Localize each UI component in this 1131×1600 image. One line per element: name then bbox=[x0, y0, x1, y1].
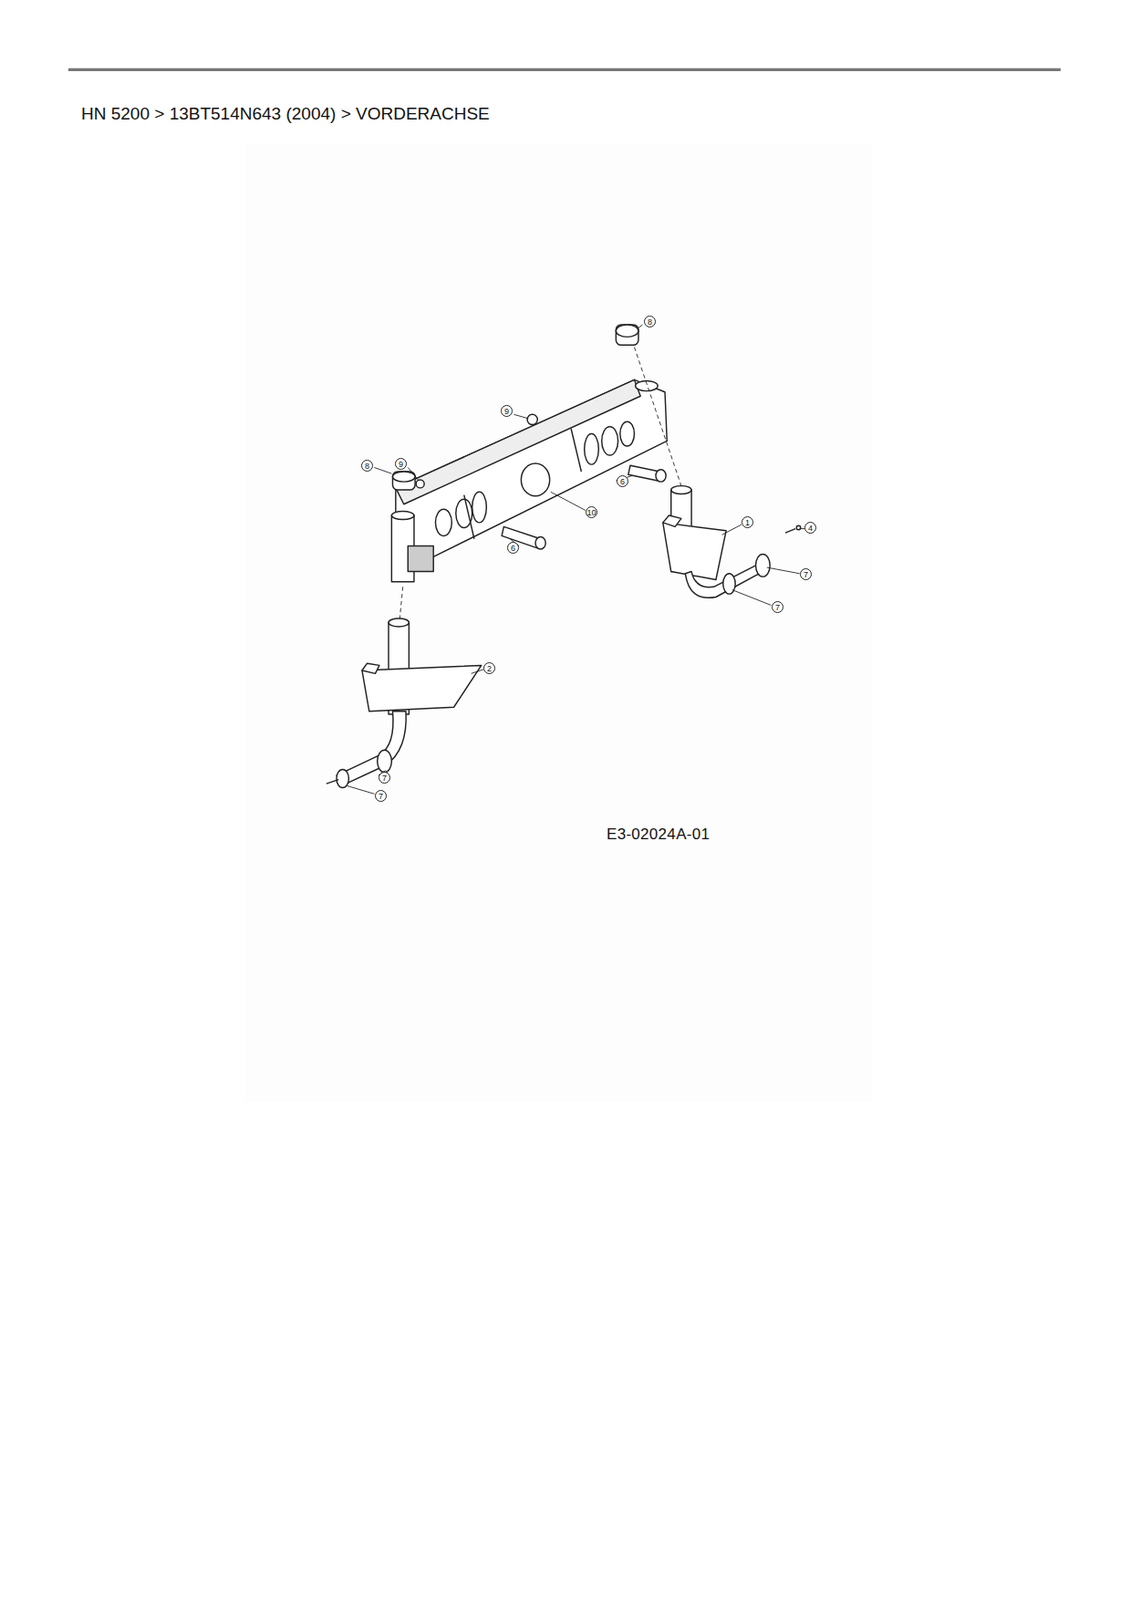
callout-number: 9 bbox=[500, 404, 513, 417]
drawing-number: E3-02024A-01 bbox=[606, 825, 710, 844]
callout-number: 7 bbox=[799, 568, 812, 581]
callout-number: 4 bbox=[804, 521, 817, 534]
callout-number: 8 bbox=[361, 459, 374, 472]
callout-number: 8 bbox=[643, 315, 656, 328]
callout-number: 6 bbox=[507, 541, 519, 554]
breadcrumb-title: HN 5200 > 13BT514N643 (2004) > VORDERACH… bbox=[81, 103, 490, 125]
callout-number: 9 bbox=[394, 457, 407, 470]
callout-number: 7 bbox=[771, 601, 784, 613]
callout-number: 7 bbox=[378, 771, 391, 784]
callout-number: 1 bbox=[741, 516, 754, 529]
callout-number: 7 bbox=[374, 789, 387, 802]
callout-number: 2 bbox=[483, 662, 496, 675]
callout-number: 10 bbox=[585, 506, 598, 519]
callout-number: 6 bbox=[616, 475, 629, 488]
